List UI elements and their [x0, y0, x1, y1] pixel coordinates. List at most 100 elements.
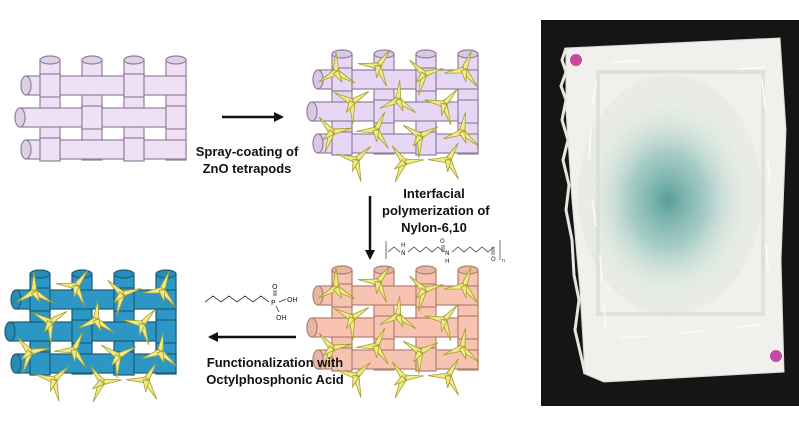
- fabric-plain: [14, 55, 187, 162]
- fabric-functionalized: [4, 269, 178, 403]
- fabric-nylon-coated: [306, 265, 480, 399]
- tetrapod: [358, 49, 391, 87]
- fiber-crossing: [457, 315, 479, 340]
- phosphonic-acid-structure: [204, 290, 287, 313]
- tetrapod: [16, 336, 50, 373]
- photo-stain-box: [596, 70, 765, 316]
- zno-tetrapods-nylon: [318, 265, 480, 399]
- phosphonic-atom-oh2: OH: [276, 314, 287, 322]
- tetrapod: [424, 304, 458, 342]
- label-interfacial-polymerization: Interfacial polymerization of Nylon-6,10: [382, 185, 490, 236]
- fiber-crossing: [155, 319, 177, 344]
- tetrapod: [142, 271, 177, 308]
- tetrapod: [427, 142, 460, 180]
- zno-tetrapods: [318, 49, 480, 183]
- tetrapod: [53, 331, 87, 369]
- tetrapod: [318, 332, 352, 369]
- tetrapod: [32, 311, 68, 345]
- fabric-coated-horizontal-fibers: [306, 67, 479, 156]
- fabric-plain-horizontal-fibers: [14, 73, 187, 162]
- fabric-photo: [541, 20, 799, 406]
- nylon-atom-n1: N: [401, 250, 406, 257]
- label-func-line2: Octylphosphonic Acid: [206, 372, 344, 387]
- tetrapod: [402, 124, 439, 159]
- tetrapod: [391, 145, 424, 183]
- tetrapod: [391, 361, 424, 399]
- nylon-atom-o1: O: [440, 238, 445, 245]
- fiber-crossing: [457, 99, 479, 124]
- tetrapod: [424, 88, 458, 126]
- label-poly-line2: polymerization of: [382, 203, 490, 218]
- fiber-crossing: [165, 105, 187, 130]
- tetrapod: [107, 279, 142, 316]
- tetrapod: [379, 295, 417, 329]
- nylon-atom-n-sub: n: [502, 258, 505, 264]
- tetrapod: [443, 328, 480, 363]
- tetrapod: [141, 332, 178, 367]
- fiber-crossing: [39, 137, 61, 162]
- tetrapod: [16, 271, 54, 304]
- photo-stain-green: [590, 105, 746, 295]
- label-spray-coating-line1: Spray-coating of: [195, 144, 299, 159]
- label-poly-line1: Interfacial: [403, 186, 465, 201]
- tetrapod: [122, 308, 156, 346]
- label-functionalization: Functionalization with Octylphosphonic A…: [192, 354, 358, 388]
- zno-tetrapods-functionalized: [16, 269, 178, 403]
- fiber-crossing: [331, 131, 353, 156]
- horizontal-fiber: [20, 139, 187, 160]
- tetrapod: [77, 299, 115, 333]
- tetrapod: [444, 51, 479, 88]
- fiber-crossing: [123, 73, 145, 98]
- tetrapod: [409, 275, 444, 312]
- tetrapod: [56, 269, 89, 307]
- horizontal-fiber: [312, 133, 479, 154]
- tetrapod: [444, 267, 479, 304]
- tetrapod: [358, 265, 391, 303]
- tetrapod: [402, 340, 439, 375]
- nylon-atom-h2: H: [445, 258, 450, 265]
- phosphonic-atom-o: O: [272, 283, 278, 291]
- tetrapod: [443, 112, 480, 147]
- tetrapod: [379, 79, 417, 113]
- label-spray-coating: Spray-coating of ZnO tetrapods: [186, 143, 308, 177]
- phosphonic-atom-p: P: [271, 299, 275, 307]
- tetrapod: [318, 116, 352, 153]
- tetrapod: [334, 307, 370, 341]
- tetrapod: [355, 111, 389, 149]
- tetrapod: [318, 51, 356, 84]
- tetrapod: [336, 362, 371, 398]
- label-spray-coating-line2: ZnO tetrapods: [202, 161, 292, 176]
- horizontal-fiber: [20, 75, 187, 96]
- tetrapod: [125, 362, 158, 400]
- phosphonic-atom-labels: P O OH OH: [271, 283, 298, 322]
- tetrapod: [336, 146, 371, 182]
- nylon-atom-h1: H: [401, 242, 406, 249]
- nylon-atom-o2: O: [491, 256, 496, 263]
- tetrapod: [427, 358, 460, 396]
- fiber-crossing: [81, 105, 103, 130]
- fiber-crossing: [29, 351, 51, 376]
- tetrapod: [355, 327, 389, 365]
- nylon-atom-labels: N H N H O O n: [401, 238, 505, 265]
- nylon-structure: [385, 240, 501, 260]
- nylon-atom-n2: N: [445, 250, 450, 257]
- label-func-line1: Functionalization with: [206, 355, 344, 370]
- fiber-crossing: [39, 73, 61, 98]
- photo-corner-mark-bottom: [770, 350, 782, 362]
- fiber-crossing: [123, 137, 145, 162]
- label-poly-line3: Nylon-6,10: [401, 220, 467, 235]
- fabric-zno-coated: [306, 49, 480, 183]
- tetrapod: [334, 91, 370, 125]
- photo-cloth-frayed-edge: [559, 47, 587, 375]
- tetrapod: [100, 344, 137, 379]
- fabric-functionalized-horizontal-fibers: [4, 287, 177, 376]
- photo-stitches: [588, 60, 771, 339]
- tetrapod: [409, 59, 444, 96]
- tetrapod: [318, 267, 356, 300]
- photo-corner-mark-top: [570, 54, 582, 66]
- tetrapod: [89, 365, 122, 403]
- phosphonic-atom-oh1: OH: [287, 296, 298, 304]
- tetrapod: [34, 366, 69, 402]
